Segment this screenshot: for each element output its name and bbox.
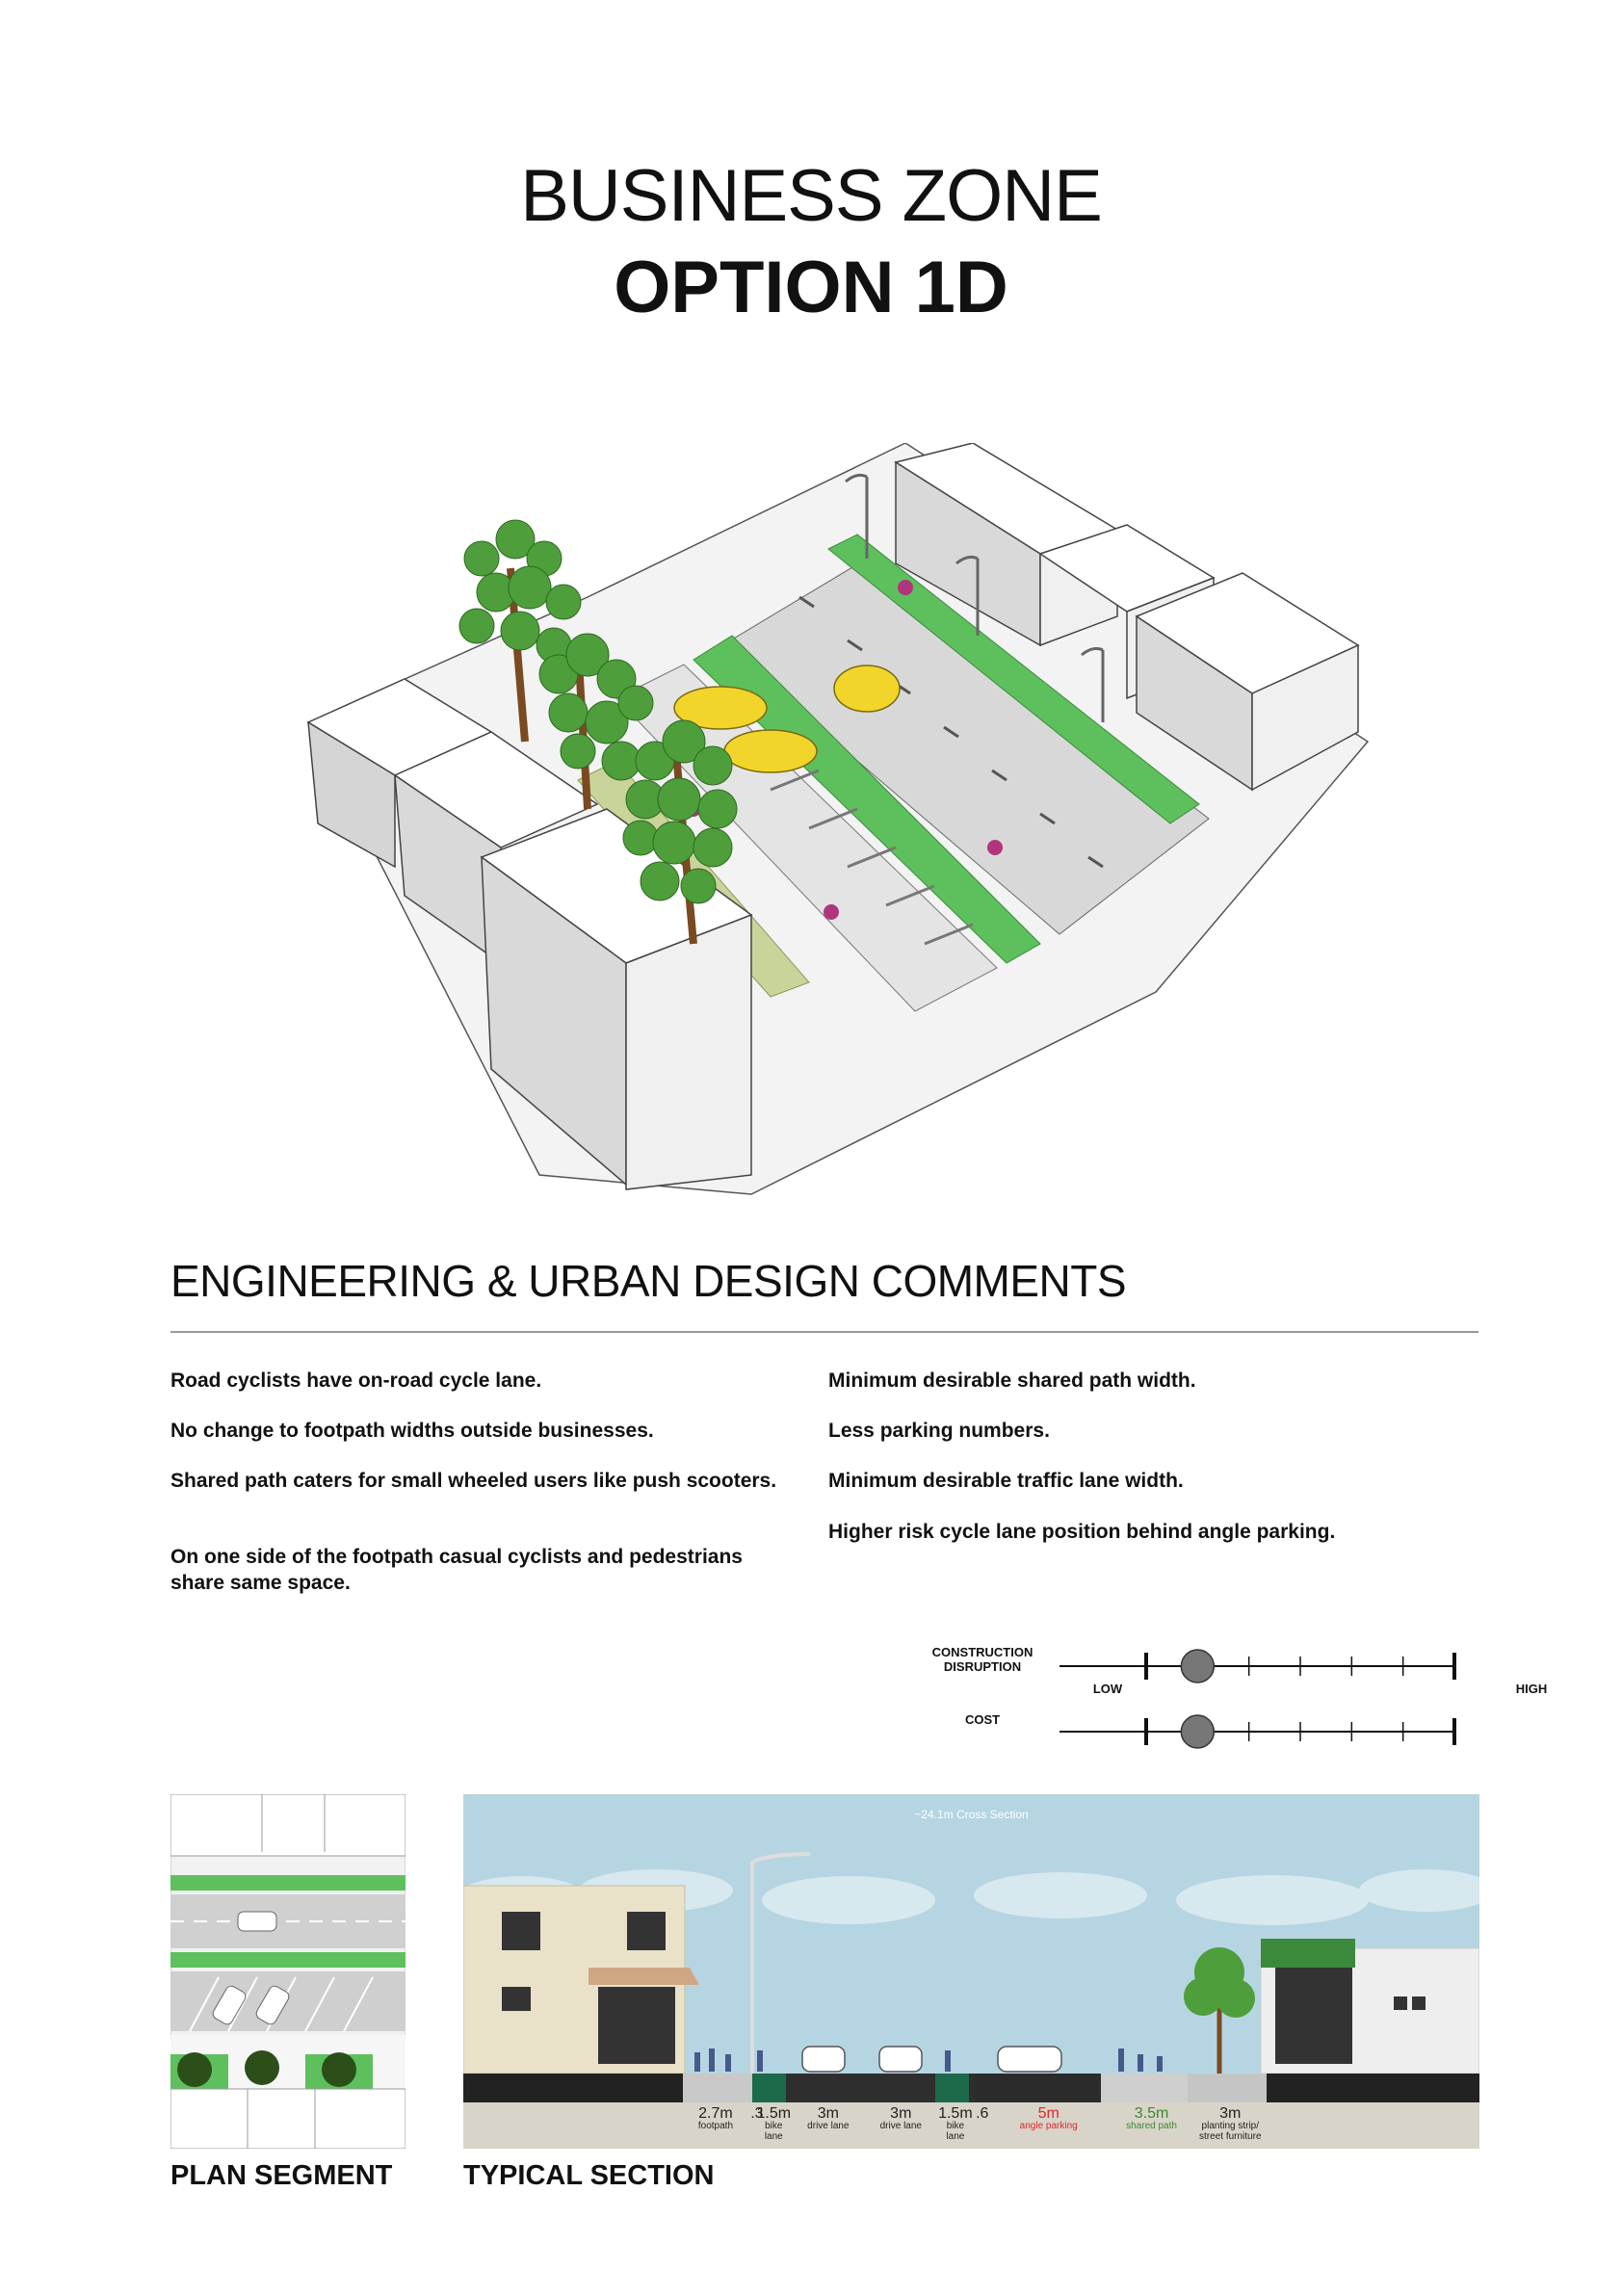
comment-right-2: Less parking numbers. [828, 1420, 1050, 1442]
comment-right-3: Minimum desirable traffic lane width. [828, 1470, 1184, 1492]
dimension-label: .6 [976, 2105, 989, 2122]
comments-heading: ENGINEERING & URBAN DESIGN COMMENTS [170, 1256, 1127, 1306]
dimension-label: .3 [750, 2105, 764, 2122]
cycle-lane-left [693, 635, 1041, 964]
scale-bars [1060, 1649, 1456, 1749]
low-label: LOW [1092, 1682, 1123, 1696]
plan-segment-diagram [170, 1794, 406, 2149]
comment-right-1: Minimum desirable shared path width. [828, 1370, 1196, 1392]
comment-left-1: Road cyclists have on-road cycle lane. [170, 1370, 542, 1392]
cost-scale-marker [1180, 1714, 1216, 1749]
disruption-scale-marker [1180, 1649, 1216, 1683]
cross-section-label: ~24.1m Cross Section [914, 1808, 1029, 1821]
comment-left-4: On one side of the footpath casual cycli… [170, 1546, 743, 1594]
page-subtitle: OPTION 1D [614, 247, 1008, 328]
cycle-lane-right [827, 534, 1200, 824]
rating-scales: CONSTRUCTION DISRUPTION COST LOW HIGH [925, 1628, 1560, 1753]
typical-section-label: TYPICAL SECTION [463, 2160, 715, 2191]
cost-label: COST [964, 1712, 1001, 1727]
street-light-icons [845, 473, 1105, 722]
high-label: HIGH [1515, 1682, 1548, 1696]
disruption-label: CONSTRUCTION DISRUPTION [931, 1645, 1033, 1674]
plan-tree-icons [177, 2050, 356, 2087]
comment-right-4: Higher risk cycle lane position behind a… [828, 1521, 1336, 1543]
page-title: BUSINESS ZONE [520, 155, 1103, 237]
isometric-street-illustration [306, 443, 1370, 1195]
taxi-icons [673, 665, 901, 773]
comment-left-2: No change to footpath widths outside bus… [170, 1420, 654, 1442]
tree-icons [458, 519, 738, 945]
heading-divider [170, 1331, 1478, 1333]
plan-segment-label: PLAN SEGMENT [170, 2160, 393, 2191]
comment-left-3: Shared path caters for small wheeled use… [170, 1470, 777, 1492]
vehicle-icons [801, 2046, 1062, 2073]
people-icons [694, 2048, 1163, 2072]
